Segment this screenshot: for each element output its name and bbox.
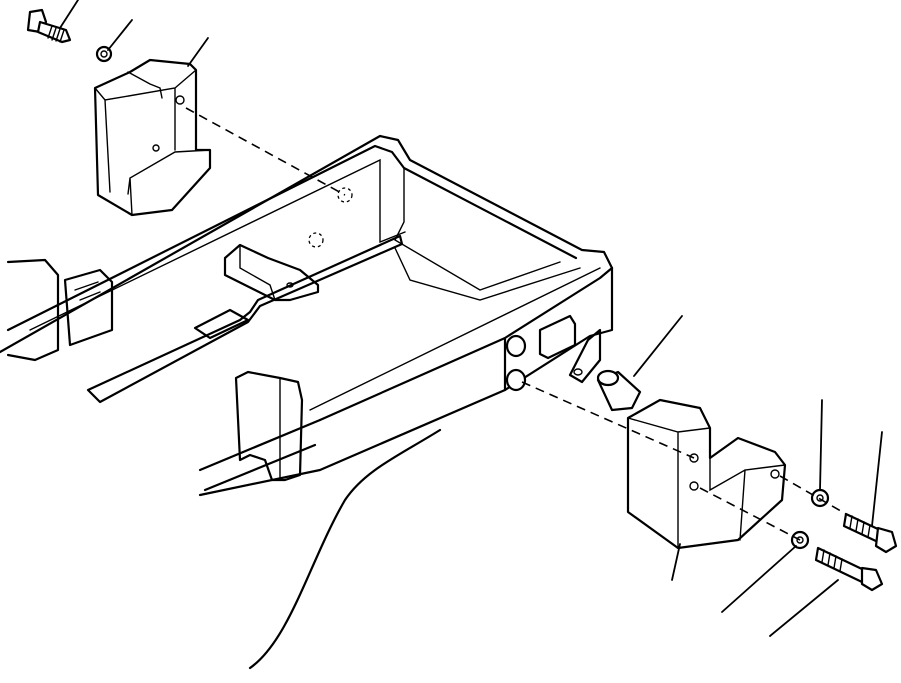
counterweight-left-top-slot bbox=[127, 71, 163, 99]
spacer-sleeve bbox=[596, 369, 642, 412]
ground-outline bbox=[248, 428, 442, 670]
frame-inner-web-2 bbox=[394, 247, 581, 301]
counterweight-left-edge bbox=[94, 69, 197, 193]
frame-end-tab-hole bbox=[573, 368, 583, 376]
washer-top-left-hole bbox=[100, 50, 108, 58]
frame-rear-plate bbox=[6, 258, 60, 362]
counterweight-right-hole-3 bbox=[770, 469, 780, 479]
spacer-sleeve-end bbox=[596, 369, 620, 387]
leader-spacer-sleeve bbox=[633, 315, 683, 377]
frame-cross-bar bbox=[86, 234, 404, 404]
washer-right-upper-hole bbox=[816, 494, 824, 502]
frame-access-window bbox=[538, 314, 577, 360]
frame-mid-bracket bbox=[223, 243, 320, 302]
leader-washer-top-left bbox=[107, 19, 133, 51]
bolt-top-left-threads bbox=[47, 25, 65, 43]
frame-top-rail bbox=[0, 134, 614, 497]
frame-rear-bracket bbox=[63, 268, 114, 347]
assembly-line-right-3 bbox=[779, 475, 847, 515]
counterweight-right-arm bbox=[709, 457, 786, 541]
frame-small-plate bbox=[193, 308, 250, 340]
frame-boss-lower bbox=[505, 368, 527, 392]
leader-bolt-right-lower bbox=[769, 579, 839, 637]
bolt-top-left bbox=[26, 8, 72, 44]
bolt-right-lower-head bbox=[860, 566, 884, 592]
main-frame bbox=[0, 134, 614, 497]
washer-right-lower-hole bbox=[796, 536, 804, 544]
frame-front-foot bbox=[234, 370, 304, 482]
bolt-right-upper-head bbox=[874, 526, 898, 554]
frame-front-edge bbox=[309, 267, 601, 411]
leader-bolt-right-upper bbox=[871, 431, 883, 527]
frame-front-face bbox=[318, 266, 614, 422]
leader-washer-right-lower bbox=[721, 545, 797, 613]
assembly-line-left bbox=[185, 107, 346, 196]
washer-right-upper bbox=[810, 488, 830, 508]
assembly-line-right-2 bbox=[699, 487, 801, 541]
assembly-line-right-1 bbox=[521, 381, 695, 459]
counterweight-left bbox=[93, 58, 212, 217]
leader-counterweight-left bbox=[187, 37, 209, 67]
bolt-right-lower bbox=[814, 546, 884, 592]
counterweight-left-hole-2 bbox=[152, 144, 160, 152]
counterweight-right-hole-1 bbox=[689, 453, 699, 463]
frame-end-tab bbox=[568, 328, 602, 384]
leader-bolt-top-left bbox=[59, 0, 79, 29]
frame-hidden-hole-1 bbox=[337, 187, 353, 203]
bolt-right-upper-threads bbox=[849, 515, 871, 538]
counterweight-left-notch bbox=[127, 149, 211, 216]
frame-inner-web bbox=[394, 167, 561, 291]
frame-top-rail-inner bbox=[6, 144, 578, 332]
frame-rear-bracket-inner bbox=[74, 281, 101, 301]
leader-counterweight-right bbox=[671, 543, 681, 581]
counterweight-left-hole bbox=[175, 95, 185, 105]
counterweight-right-hole-2 bbox=[689, 481, 699, 491]
frame-top-rail-edge bbox=[29, 158, 406, 331]
frame-lower-rail bbox=[198, 418, 322, 492]
counterweight-right-body bbox=[626, 398, 787, 550]
frame-hidden-hole-2 bbox=[308, 232, 324, 248]
frame-boss-upper bbox=[505, 334, 527, 358]
frame-small-hole bbox=[286, 282, 294, 288]
bolt-right-upper bbox=[842, 512, 898, 554]
counterweight-left-body bbox=[93, 58, 212, 217]
counterweight-right bbox=[626, 398, 787, 550]
leader-washer-right-upper bbox=[819, 399, 823, 491]
bolt-right-lower-threads bbox=[821, 549, 843, 572]
